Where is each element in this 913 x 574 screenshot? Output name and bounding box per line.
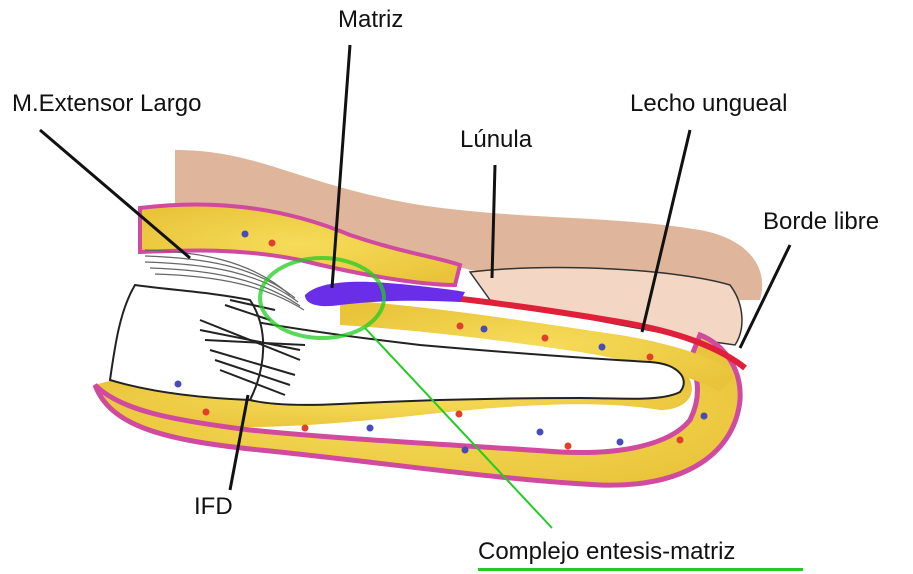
leader-extensor bbox=[40, 130, 190, 258]
label-complejo-entesis-matriz: Complejo entesis-matriz bbox=[478, 540, 735, 564]
label-borde-libre: Borde libre bbox=[763, 210, 879, 234]
complejo-underline bbox=[478, 568, 803, 571]
label-lunula: Lúnula bbox=[460, 128, 532, 152]
label-extensor-largo: M.Extensor Largo bbox=[12, 92, 201, 116]
label-ifd: IFD bbox=[194, 495, 233, 519]
label-lecho-ungueal: Lecho ungueal bbox=[630, 92, 787, 116]
label-matriz: Matriz bbox=[338, 8, 403, 32]
